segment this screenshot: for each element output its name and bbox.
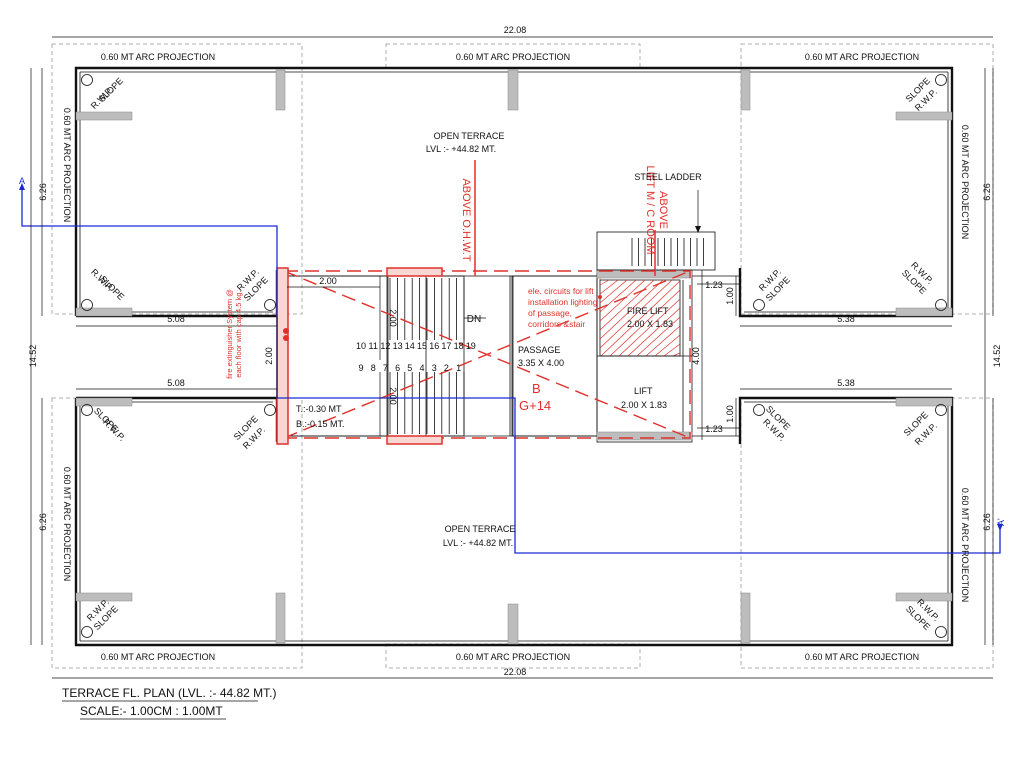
above-label: ABOVE bbox=[657, 191, 669, 229]
step-number: 4 bbox=[419, 363, 424, 373]
overall-depth-left: 14.52 bbox=[28, 345, 38, 368]
stair-core bbox=[286, 275, 598, 437]
arc-label-left-lower: 0.60 MT ARC PROJECTION bbox=[62, 467, 72, 581]
lift-core bbox=[596, 231, 740, 443]
step-number: 7 bbox=[383, 363, 388, 373]
dn-label: DN bbox=[467, 314, 481, 325]
svg-text:22.08: 22.08 bbox=[504, 25, 527, 35]
arc-label-left-upper: 0.60 MT ARC PROJECTION bbox=[62, 108, 72, 222]
level-b-label: B.:-0.15 MT. bbox=[296, 419, 345, 429]
wing-depth-left-lower: 6.26 bbox=[38, 513, 48, 531]
fire-services-overlay bbox=[276, 160, 691, 445]
overall-width-top: 22.08 bbox=[504, 25, 527, 35]
section-line bbox=[19, 183, 1003, 554]
step-number: 6 bbox=[395, 363, 400, 373]
step-number: 13 bbox=[393, 341, 403, 351]
fire-note-1: fire extinguisher System @ bbox=[225, 289, 234, 379]
wing-depth-right-lower: 6.26 bbox=[982, 513, 992, 531]
step-number: 10 bbox=[356, 341, 366, 351]
passage-size: 3.35 X 4.00 bbox=[518, 358, 564, 368]
above-ohwt-label: ABOVE O.H.W.T bbox=[460, 178, 472, 261]
floors-label: G+14 bbox=[519, 398, 551, 413]
step-number: 17 bbox=[441, 341, 451, 351]
open-terrace-lower: OPEN TERRACE bbox=[445, 524, 516, 534]
step-number: 15 bbox=[417, 341, 427, 351]
step-number: 14 bbox=[405, 341, 415, 351]
wing-width-right-upper: 5.38 bbox=[837, 314, 855, 324]
stair-length-dim-lower: 2.00 bbox=[388, 387, 398, 405]
step-number: 8 bbox=[371, 363, 376, 373]
level-t-label: T.:-0.30 MT bbox=[296, 404, 342, 414]
lift-gap-upper: 1.23 bbox=[705, 280, 723, 290]
passage-label: PASSAGE bbox=[518, 345, 560, 355]
terrace-level-lower: LVL :- +44.82 MT. bbox=[443, 538, 513, 548]
overall-depth-right: 14.52 bbox=[992, 345, 1002, 368]
columns bbox=[75, 69, 953, 645]
open-terrace-upper: OPEN TERRACE bbox=[434, 131, 505, 141]
plan-title: TERRACE FL. PLAN (LVL. :- 44.82 MT.) bbox=[62, 686, 277, 700]
step-number: 2 bbox=[444, 363, 449, 373]
arc-label-right-upper: 0.60 MT ARC PROJECTION bbox=[960, 125, 970, 239]
ele-note-3: of passage, bbox=[528, 308, 572, 318]
wing-depth-right-upper: 6.26 bbox=[982, 183, 992, 201]
arc-label-bottom-right: 0.60 MT ARC PROJECTION bbox=[805, 652, 919, 662]
step-number: 9 bbox=[358, 363, 363, 373]
step-number: 1 bbox=[456, 363, 461, 373]
arc-label-top-left: 0.60 MT ARC PROJECTION bbox=[101, 52, 215, 62]
fire-lift-size: 2.00 X 1.83 bbox=[627, 319, 673, 329]
step-number: 18 bbox=[454, 341, 464, 351]
landing-depth-dim: 2.00 bbox=[264, 347, 274, 365]
rainwater-pipes bbox=[81, 74, 947, 638]
ele-note-2: installation lighting bbox=[528, 297, 598, 307]
fire-lift-hatch bbox=[599, 276, 681, 357]
step-number: 12 bbox=[380, 341, 390, 351]
step-number: 3 bbox=[432, 363, 437, 373]
section-a-label: A bbox=[19, 176, 25, 186]
arc-label-top-right: 0.60 MT ARC PROJECTION bbox=[805, 52, 919, 62]
ele-note-4: corridors &stair bbox=[528, 319, 585, 329]
wing-width-left-lower: 5.08 bbox=[167, 378, 185, 388]
stair-width-dim: 2.00 bbox=[319, 276, 337, 286]
lift-label: LIFT bbox=[634, 386, 653, 396]
section-a2-label: A' bbox=[996, 518, 1006, 526]
steel-ladder-rungs bbox=[631, 238, 704, 266]
arc-label-top-center: 0.60 MT ARC PROJECTION bbox=[456, 52, 570, 62]
dimension-lines bbox=[30, 36, 994, 679]
ele-note-1: ele. circuits for lift bbox=[528, 286, 594, 296]
fire-lift-label: FIRE LIFT bbox=[627, 306, 669, 316]
slope-label: SLOPE bbox=[98, 274, 126, 302]
arc-label-right-lower: 0.60 MT ARC PROJECTION bbox=[960, 488, 970, 602]
stair-length-dim-upper: 2.00 bbox=[388, 309, 398, 327]
lift-gap-lower: 1.23 bbox=[705, 424, 723, 434]
step-number: 5 bbox=[407, 363, 412, 373]
wing-width-left-upper: 5.08 bbox=[167, 314, 185, 324]
building-code: B bbox=[532, 381, 541, 396]
core-depth-dim: 4.00 bbox=[691, 347, 701, 365]
fire-note-2: each floor with cap 4.5 kg. bbox=[234, 290, 243, 377]
overall-width-bottom: 22.08 bbox=[504, 667, 527, 677]
lift-offset-upper: 1.00 bbox=[725, 287, 735, 305]
arc-projection-outlines bbox=[51, 43, 994, 669]
plan-scale: SCALE:- 1.00CM : 1.00MT bbox=[80, 704, 223, 718]
building-walls bbox=[74, 66, 954, 647]
step-number: 11 bbox=[369, 341, 378, 351]
terrace-level-upper: LVL :- +44.82 MT. bbox=[426, 144, 496, 154]
arc-label-bottom-center: 0.60 MT ARC PROJECTION bbox=[456, 652, 570, 662]
wing-width-right-lower: 5.38 bbox=[837, 378, 855, 388]
step-number: 19 bbox=[466, 341, 476, 351]
slope-label: SLOPE bbox=[97, 76, 125, 104]
wing-depth-left-upper: 6.26 bbox=[38, 183, 48, 201]
lift-size: 2.00 X 1.83 bbox=[621, 400, 667, 410]
step-number: 16 bbox=[429, 341, 439, 351]
lift-mc-room-label: LIFT M / C ROOM bbox=[644, 165, 656, 254]
arc-label-bottom-left: 0.60 MT ARC PROJECTION bbox=[101, 652, 215, 662]
lift-offset-lower: 1.00 bbox=[725, 405, 735, 423]
steel-ladder-label: STEEL LADDER bbox=[634, 172, 702, 182]
